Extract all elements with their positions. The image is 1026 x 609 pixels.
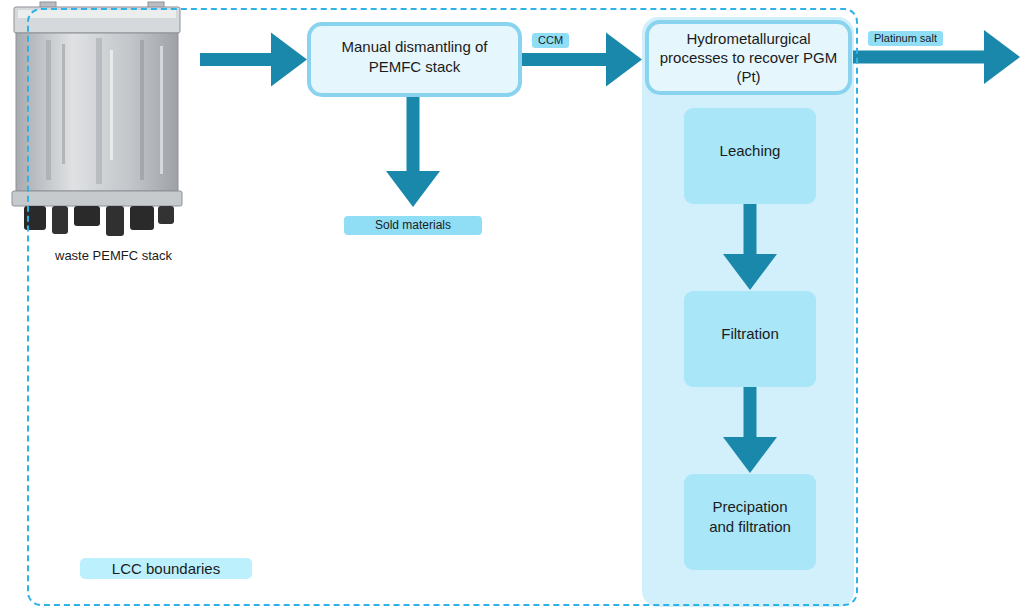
stack-caption: waste PEMFC stack [55,248,172,264]
output-label: Platinum salt [868,31,943,46]
flow-arrow [200,33,307,87]
flow-arrow [522,33,642,87]
process-band: Hydrometallurgical processes to recover … [642,17,854,607]
output-arrow [853,30,1020,84]
lcc-boundary-region: LCC boundaries waste PEMFC stack Manual di… [27,8,858,606]
stack-node: waste PEMFC stack [8,4,188,266]
flow-arrow [386,97,440,207]
flow-arrow [723,204,777,290]
boundary-label: LCC boundaries [80,558,252,579]
box-text: Manual dismantling of PEMFC stack [327,37,502,77]
box-text: Leaching [720,141,781,161]
flow-arrow [723,387,777,473]
edge-label: CCM [532,33,569,48]
box-text: Precipation and filtration [700,497,800,537]
step-box: Leaching [684,108,816,204]
step-box: Precipation and filtration [684,474,816,570]
band-fill [642,17,854,607]
step-box: Filtration [684,291,816,387]
output-pill: Sold materials [344,216,482,235]
process-box: Manual dismantling of PEMFC stack [307,22,522,97]
box-text: Sold materials [375,218,451,233]
pemfc-stack-illustration [12,2,182,236]
box-text: Filtration [721,324,779,344]
band-heading: Hydrometallurgical processes to recover … [645,20,852,95]
